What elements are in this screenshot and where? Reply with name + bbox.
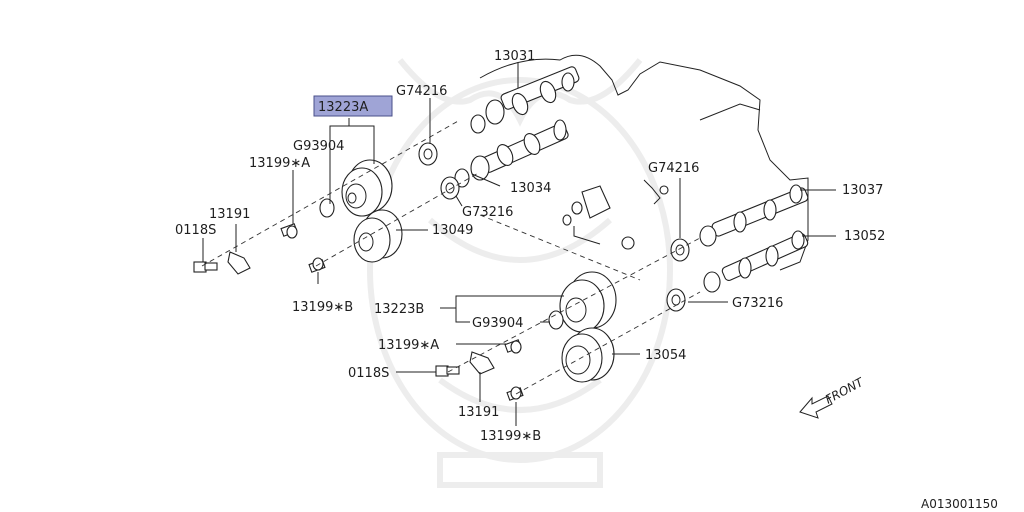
label-13052: 13052	[844, 229, 885, 244]
label-13031: 13031	[494, 49, 535, 64]
watermark-emblem	[367, 58, 673, 488]
seal-g74216-top[interactable]	[418, 142, 438, 166]
diagram-id: A013001150	[921, 497, 998, 511]
seal-g73216-right[interactable]	[666, 288, 686, 312]
camshaft-13031[interactable]	[470, 66, 580, 134]
sprocket-13223b[interactable]	[559, 271, 617, 333]
rocker-part[interactable]	[643, 179, 669, 205]
label-g73216-top: G73216	[462, 205, 513, 220]
label-0118s-bottom: 0118S	[348, 366, 389, 381]
camshaft-13052[interactable]	[703, 230, 809, 293]
highlight-13223a	[313, 95, 393, 117]
label-0118s-top: 0118S	[175, 223, 216, 238]
oring-g93904-top[interactable]	[319, 198, 335, 218]
label-13199a-top: 13199∗A	[249, 156, 310, 171]
seal-g73216-top[interactable]	[440, 176, 460, 200]
engine-block-outline	[479, 54, 809, 271]
leader-dash-5	[515, 291, 701, 395]
oring-g93904-bottom[interactable]	[548, 310, 564, 330]
valve-parts-center[interactable]	[562, 185, 635, 250]
label-g74216-top: G74216	[396, 84, 447, 99]
label-g73216-right: G73216	[732, 296, 783, 311]
bolt-13199b-bottom[interactable]	[506, 386, 524, 401]
leader-dash-2	[315, 171, 481, 267]
seal-g74216-right[interactable]	[670, 238, 690, 262]
sprocket-13223a[interactable]	[341, 159, 393, 217]
label-13037: 13037	[842, 183, 883, 198]
leader-lines	[202, 62, 836, 426]
front-arrow: FRONT	[799, 374, 867, 419]
leader-dash-4	[447, 237, 701, 373]
label-13199b-top: 13199∗B	[292, 300, 353, 315]
engine-block-detail	[699, 103, 761, 121]
pulley-13054[interactable]	[561, 327, 615, 383]
label-13199b-bottom: 13199∗B	[480, 429, 541, 444]
label-13191-bottom: 13191	[458, 405, 499, 420]
camshaft-13034[interactable]	[454, 119, 569, 188]
bolt-13199a-top[interactable]	[280, 223, 298, 239]
label-13191-top: 13191	[209, 207, 250, 222]
bolt-0118s-top[interactable]	[193, 261, 218, 273]
label-13199a-bottom: 13199∗A	[378, 338, 439, 353]
label-13054: 13054	[645, 348, 686, 363]
bolt-0118s-bottom[interactable]	[435, 365, 460, 377]
plate-13191-top[interactable]	[227, 251, 251, 275]
label-13223b: 13223B	[374, 302, 424, 317]
leader-dash-3	[479, 214, 641, 281]
label-13049: 13049	[432, 223, 473, 238]
pulley-13049[interactable]	[353, 209, 403, 263]
label-g74216-right: G74216	[648, 161, 699, 176]
bolt-13199a-bottom[interactable]	[504, 339, 522, 354]
front-label: FRONT	[823, 374, 867, 406]
camshaft-13037[interactable]	[699, 184, 809, 247]
label-g93904-top: G93904	[293, 139, 344, 154]
plate-13191-bottom[interactable]	[469, 351, 495, 375]
bolt-13199b-top[interactable]	[308, 257, 326, 273]
label-g93904-bottom: G93904	[472, 316, 523, 331]
label-13223a[interactable]: 13223A	[318, 100, 368, 115]
label-13034: 13034	[510, 181, 551, 196]
leader-dash-1	[201, 119, 461, 267]
